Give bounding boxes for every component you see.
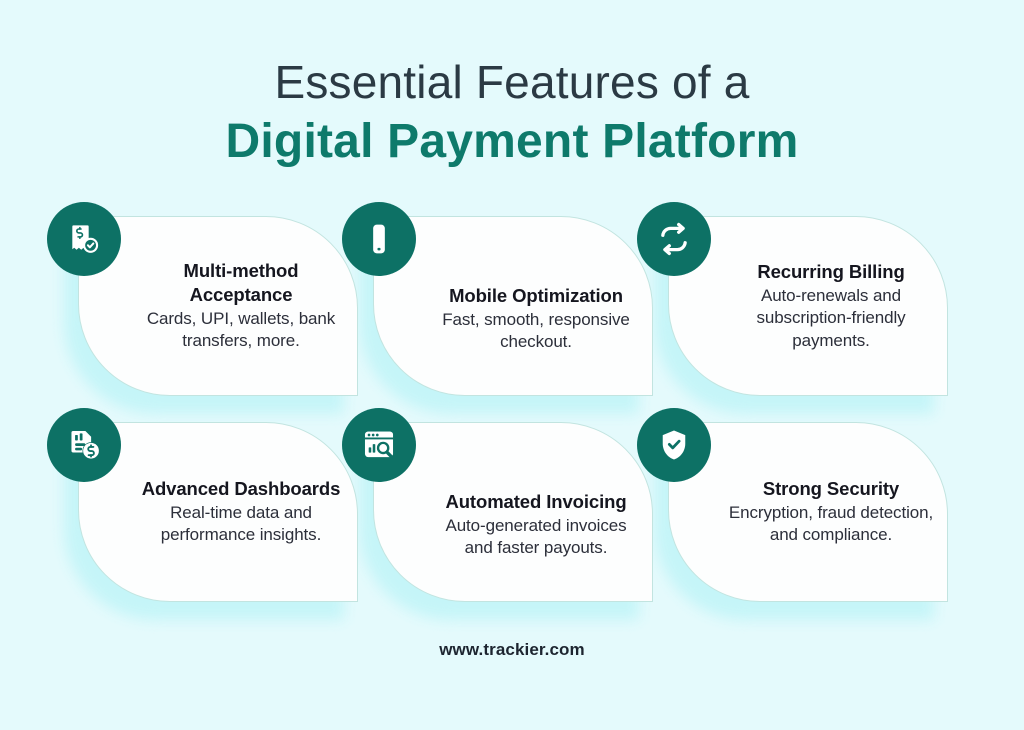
card-body: Multi-method Acceptance Cards, UPI, wall…: [78, 216, 358, 396]
browser-chart-search-icon: [342, 408, 416, 482]
card-body: Mobile Optimization Fast, smooth, respon…: [373, 216, 653, 396]
card-body: Recurring Billing Auto-renewals and subs…: [668, 216, 948, 396]
feature-card[interactable]: Advanced Dashboards Real-time data and p…: [47, 408, 358, 620]
card-description: Encryption, fraud detection, and complia…: [728, 502, 934, 545]
card-body: Strong Security Encryption, fraud detect…: [668, 422, 948, 602]
card-title: Recurring Billing: [757, 261, 905, 282]
recurring-arrows-icon: [637, 202, 711, 276]
card-text-block: Advanced Dashboards Real-time data and p…: [137, 477, 345, 547]
card-description: Cards, UPI, wallets, bank transfers, mor…: [146, 308, 336, 351]
card-description: Fast, smooth, responsive checkout.: [442, 309, 630, 352]
page-header: Essential Features of a Digital Payment …: [0, 0, 1024, 172]
feature-card[interactable]: Strong Security Encryption, fraud detect…: [637, 408, 948, 620]
feature-card-grid: Multi-method Acceptance Cards, UPI, wall…: [47, 202, 958, 624]
mobile-phone-icon: [342, 202, 416, 276]
card-text-block: Automated Invoicing Auto-generated invoi…: [432, 490, 640, 560]
card-body: Advanced Dashboards Real-time data and p…: [78, 422, 358, 602]
card-body: Automated Invoicing Auto-generated invoi…: [373, 422, 653, 602]
feature-card[interactable]: Recurring Billing Auto-renewals and subs…: [637, 202, 948, 414]
page-title-line2: Digital Payment Platform: [225, 115, 799, 169]
receipt-dollar-check-icon: [47, 202, 121, 276]
shield-check-icon: [637, 408, 711, 482]
page-footer: www.trackier.com: [0, 640, 1024, 660]
card-title: Advanced Dashboards: [141, 478, 341, 500]
card-text-block: Strong Security Encryption, fraud detect…: [727, 477, 935, 547]
card-description: Auto-generated invoices and faster payou…: [445, 515, 627, 558]
card-text-block: Multi-method Acceptance Cards, UPI, wall…: [137, 259, 345, 352]
feature-card[interactable]: Multi-method Acceptance Cards, UPI, wall…: [47, 202, 358, 414]
card-title: Mobile Optimization: [449, 285, 623, 307]
card-text-block: Recurring Billing Auto-renewals and subs…: [727, 260, 935, 352]
chart-document-dollar-icon: [47, 408, 121, 482]
card-description: Auto-renewals and subscription-friendly …: [756, 285, 906, 350]
page-title-line1: Essential Features of a: [274, 56, 750, 108]
card-description: Real-time data and performance insights.: [160, 502, 322, 545]
card-text-block: Mobile Optimization Fast, smooth, respon…: [432, 284, 640, 354]
card-title: Strong Security: [762, 478, 900, 500]
card-title: Multi-method Acceptance: [183, 260, 299, 306]
website-url[interactable]: www.trackier.com: [439, 640, 585, 659]
feature-card[interactable]: Mobile Optimization Fast, smooth, respon…: [342, 202, 653, 414]
feature-card[interactable]: Automated Invoicing Auto-generated invoi…: [342, 408, 653, 620]
card-title: Automated Invoicing: [445, 491, 627, 513]
